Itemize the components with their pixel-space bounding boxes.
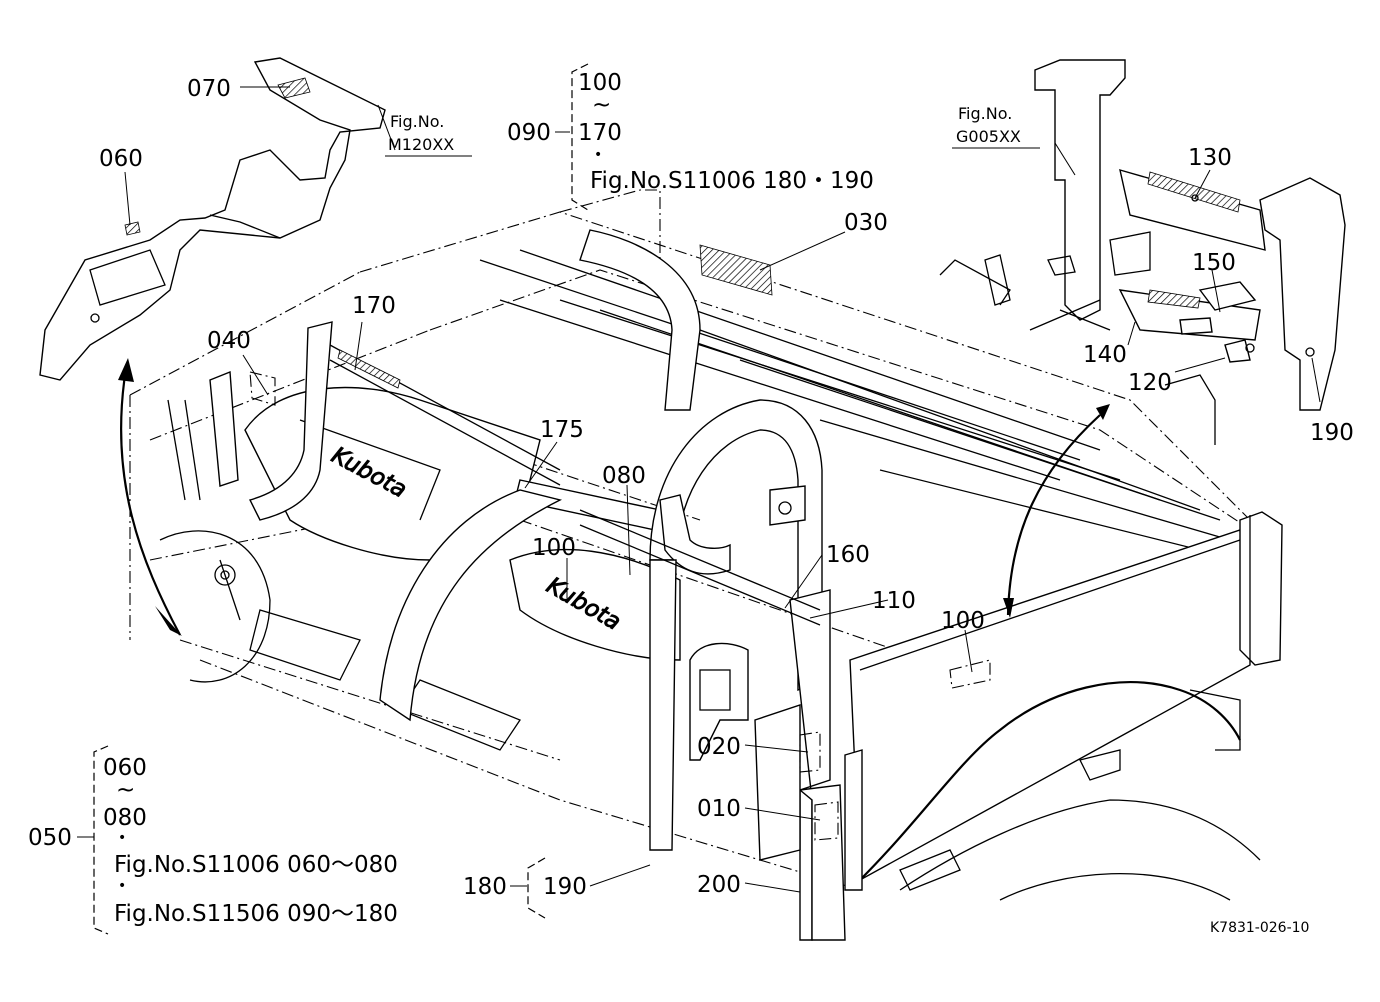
callout-190-right: 190 bbox=[1310, 420, 1354, 446]
group-090-ref: Fig.No.S11006 180・190 bbox=[590, 168, 874, 194]
fig-ref-m120-line2: M120XX bbox=[388, 135, 454, 154]
group-050-ref2: Fig.No.S11506 090～180 bbox=[114, 901, 398, 927]
callout-140: 140 bbox=[1083, 342, 1127, 368]
group-050-dot1: • bbox=[118, 830, 126, 846]
group-050-text: 060 ~ 080 • Fig.No.S11006 060～080 • Fig.… bbox=[103, 755, 398, 927]
rotation-arrow-left bbox=[118, 358, 182, 636]
group-090-dot: • bbox=[594, 147, 602, 163]
callout-120: 120 bbox=[1128, 370, 1172, 396]
callout-170: 170 bbox=[352, 293, 396, 319]
callout-030: 030 bbox=[844, 210, 888, 236]
upper-right-frame bbox=[939, 59, 1346, 445]
decal-100 bbox=[949, 659, 991, 689]
group-050-tilde: ~ bbox=[116, 777, 135, 803]
group-090-tilde: ~ bbox=[592, 92, 611, 118]
group-050-to: 080 bbox=[103, 805, 147, 831]
callout-175: 175 bbox=[540, 417, 584, 443]
callout-050: 050 bbox=[28, 825, 72, 851]
fig-ref-m120: Fig.No. M120XX bbox=[385, 112, 472, 157]
left-post bbox=[167, 370, 239, 501]
callout-080: 080 bbox=[602, 463, 646, 489]
fig-ref-m120-line1: Fig.No. bbox=[390, 112, 444, 131]
fig-ref-g005-line2: G005XX bbox=[956, 127, 1021, 146]
drawing-code: K7831-026-10 bbox=[1210, 920, 1309, 936]
callout-130: 130 bbox=[1188, 145, 1232, 171]
rotation-arrow-right bbox=[1003, 404, 1110, 618]
callout-110: 110 bbox=[872, 588, 916, 614]
callout-040: 040 bbox=[207, 328, 251, 354]
group-090-from: 100 bbox=[578, 70, 622, 96]
decal-030 bbox=[699, 244, 773, 296]
fig-ref-g005-line1: Fig.No. bbox=[958, 104, 1012, 123]
callout-070: 070 bbox=[187, 76, 231, 102]
callout-020: 020 bbox=[697, 734, 741, 760]
callout-060: 060 bbox=[99, 146, 143, 172]
leader-lines bbox=[77, 86, 1321, 893]
brace-050 bbox=[93, 745, 109, 935]
callout-100-right: 100 bbox=[941, 608, 985, 634]
callout-090: 090 bbox=[507, 120, 551, 146]
brace-180 bbox=[527, 857, 546, 919]
group-050-dot2: • bbox=[118, 878, 126, 894]
callout-010: 010 bbox=[697, 796, 741, 822]
callout-180: 180 bbox=[463, 874, 507, 900]
group-090-text: 100 ~ 170 • Fig.No.S11006 180・190 bbox=[578, 70, 874, 194]
decal-020 bbox=[799, 731, 821, 773]
callout-100-center: 100 bbox=[532, 535, 576, 561]
group-090-to: 170 bbox=[578, 120, 622, 146]
callout-160: 160 bbox=[826, 542, 870, 568]
group-050-ref1: Fig.No.S11006 060～080 bbox=[114, 852, 398, 878]
callout-200: 200 bbox=[697, 872, 741, 898]
callout-labels: 070 060 170 040 175 080 100 160 110 100 … bbox=[28, 76, 1354, 900]
decal-010 bbox=[814, 801, 839, 841]
group-050-from: 060 bbox=[103, 755, 147, 781]
decal-040 bbox=[249, 371, 276, 406]
callout-190-bottom: 190 bbox=[543, 874, 587, 900]
fig-ref-g005: Fig.No. G005XX bbox=[952, 104, 1040, 149]
cargo-bed-outline bbox=[129, 189, 1283, 901]
upper-left-bracket bbox=[39, 57, 386, 381]
callout-150: 150 bbox=[1192, 250, 1236, 276]
engine-cover-lower: Kubota bbox=[509, 548, 681, 661]
rops-frame bbox=[248, 229, 863, 941]
